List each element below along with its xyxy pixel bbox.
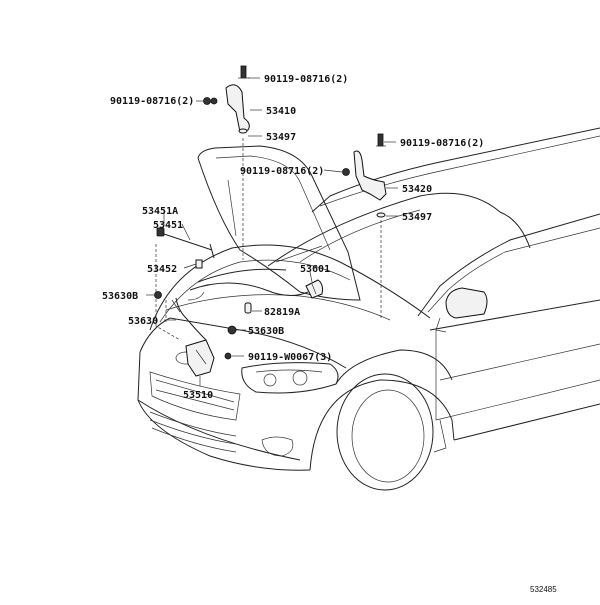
- callout-53452: 53452: [147, 264, 177, 275]
- leader-lines: [146, 77, 398, 386]
- callout-labels: 90119-08716(2) 90119-08716(2) 53410 5349…: [102, 74, 484, 401]
- callout-53451: 53451: [153, 220, 183, 231]
- hood-lock-control: [305, 279, 323, 299]
- callout-90119-08716-hinge-right-side: 90119-08716(2): [240, 166, 324, 177]
- callout-53451A: 53451A: [142, 206, 178, 217]
- callout-90119-08716-hinge-right-top: 90119-08716(2): [400, 138, 484, 149]
- cable-clamp: [244, 302, 252, 314]
- hood-hinge-right: [342, 133, 387, 218]
- hood-release-cable: [154, 282, 309, 341]
- assembly-lines: [155, 138, 382, 341]
- callout-82819A: 82819A: [264, 307, 300, 318]
- hood-support-rod: [156, 227, 215, 259]
- hood-hinge-left: [203, 65, 250, 134]
- callout-53601: 53601: [300, 264, 330, 275]
- hood-support-holder: [195, 259, 203, 269]
- callout-53497-right: 53497: [402, 212, 432, 223]
- callout-53420: 53420: [402, 184, 432, 195]
- callout-53410: 53410: [266, 106, 296, 117]
- callout-53630: 53630: [128, 316, 158, 327]
- parts-group: [154, 65, 387, 377]
- car-body-illustration: [137, 127, 600, 491]
- callout-53630B-lower: 53630B: [248, 326, 284, 337]
- callout-90119-W0067: 90119-W0067(3): [248, 352, 332, 363]
- callout-53630B-upper: 53630B: [102, 291, 138, 302]
- callout-53497-left: 53497: [266, 132, 296, 143]
- callout-90119-08716-hinge-left-side: 90119-08716(2): [110, 96, 194, 107]
- figure-code: 532485: [530, 585, 557, 594]
- callout-90119-08716-hinge-left-top: 90119-08716(2): [264, 74, 348, 85]
- hood-lock: [185, 325, 237, 377]
- callout-53510: 53510: [183, 390, 213, 401]
